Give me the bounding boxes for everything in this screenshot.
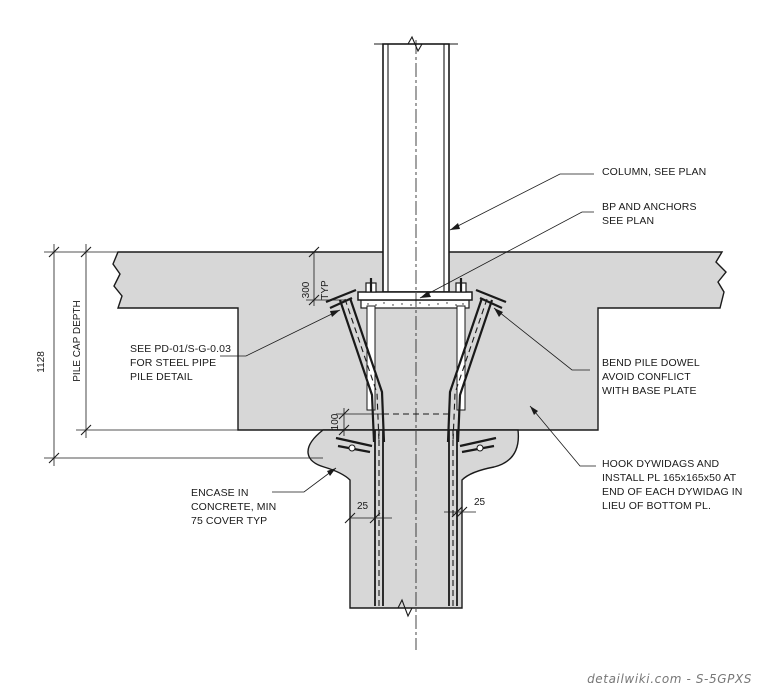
grout-pad [360, 299, 470, 309]
note-pd-line2: FOR STEEL PIPE [130, 357, 216, 369]
dimension-cover-left [344, 512, 392, 524]
steel-pipe-pile [374, 413, 458, 606]
dimension-anchor-depth-value: 300 [301, 281, 312, 298]
note-bp-line1: BP AND ANCHORS [602, 201, 697, 213]
note-hook-line1: HOOK DYWIDAGS AND [602, 458, 720, 470]
note-hook-line4: LIEU OF BOTTOM PL. [602, 500, 711, 512]
dimension-anchor-typ: TYP [320, 280, 331, 300]
note-hook-line2: INSTALL PL 165x165x50 AT [602, 472, 737, 484]
pile-encasement [307, 429, 520, 609]
note-bend-line1: BEND PILE DOWEL [602, 357, 700, 369]
note-bend-line2: AVOID CONFLICT [602, 371, 691, 383]
pile-break-line [350, 598, 462, 618]
dimension-pile-cap-depth-label: PILE CAP DEPTH [72, 300, 83, 382]
note-encase-line1: ENCASE IN [191, 487, 249, 499]
note-hook-line3: END OF EACH DYWIDAG IN [602, 486, 742, 498]
hooked-dywidag-right [459, 436, 497, 454]
dimension-embed-value: 100 [330, 413, 341, 430]
dimension-overall [44, 244, 323, 466]
watermark-text: detailwiki.com - S-5GPXS [587, 672, 752, 686]
column-break-line [374, 35, 458, 53]
dimension-cover-left-value: 25 [357, 501, 369, 512]
note-pd-line1: SEE PD-01/S-G-0.03 [130, 343, 231, 355]
note-bend-line3: WITH BASE PLATE [602, 385, 697, 397]
note-encase-line3: 75 COVER TYP [191, 515, 267, 527]
base-plate [357, 291, 473, 301]
dimension-cover-right [444, 506, 476, 518]
hooked-dywidag-left [335, 436, 373, 454]
note-column: COLUMN, SEE PLAN [602, 166, 706, 178]
grout-hatch [367, 302, 464, 306]
dimension-anchor-depth [306, 246, 350, 306]
note-encase-line2: CONCRETE, MIN [191, 501, 276, 513]
dimension-overall-value: 1128 [36, 351, 47, 373]
note-bp-line2: SEE PLAN [602, 215, 654, 227]
dimension-cover-right-value: 25 [474, 497, 486, 508]
pile-dowel-left [325, 288, 386, 443]
pile-cap-slab [112, 251, 727, 431]
dimension-pile-cap-depth [76, 244, 238, 438]
leaders [220, 173, 596, 493]
note-pd-line3: PILE DETAIL [130, 371, 193, 383]
dimension-embed [336, 408, 383, 436]
